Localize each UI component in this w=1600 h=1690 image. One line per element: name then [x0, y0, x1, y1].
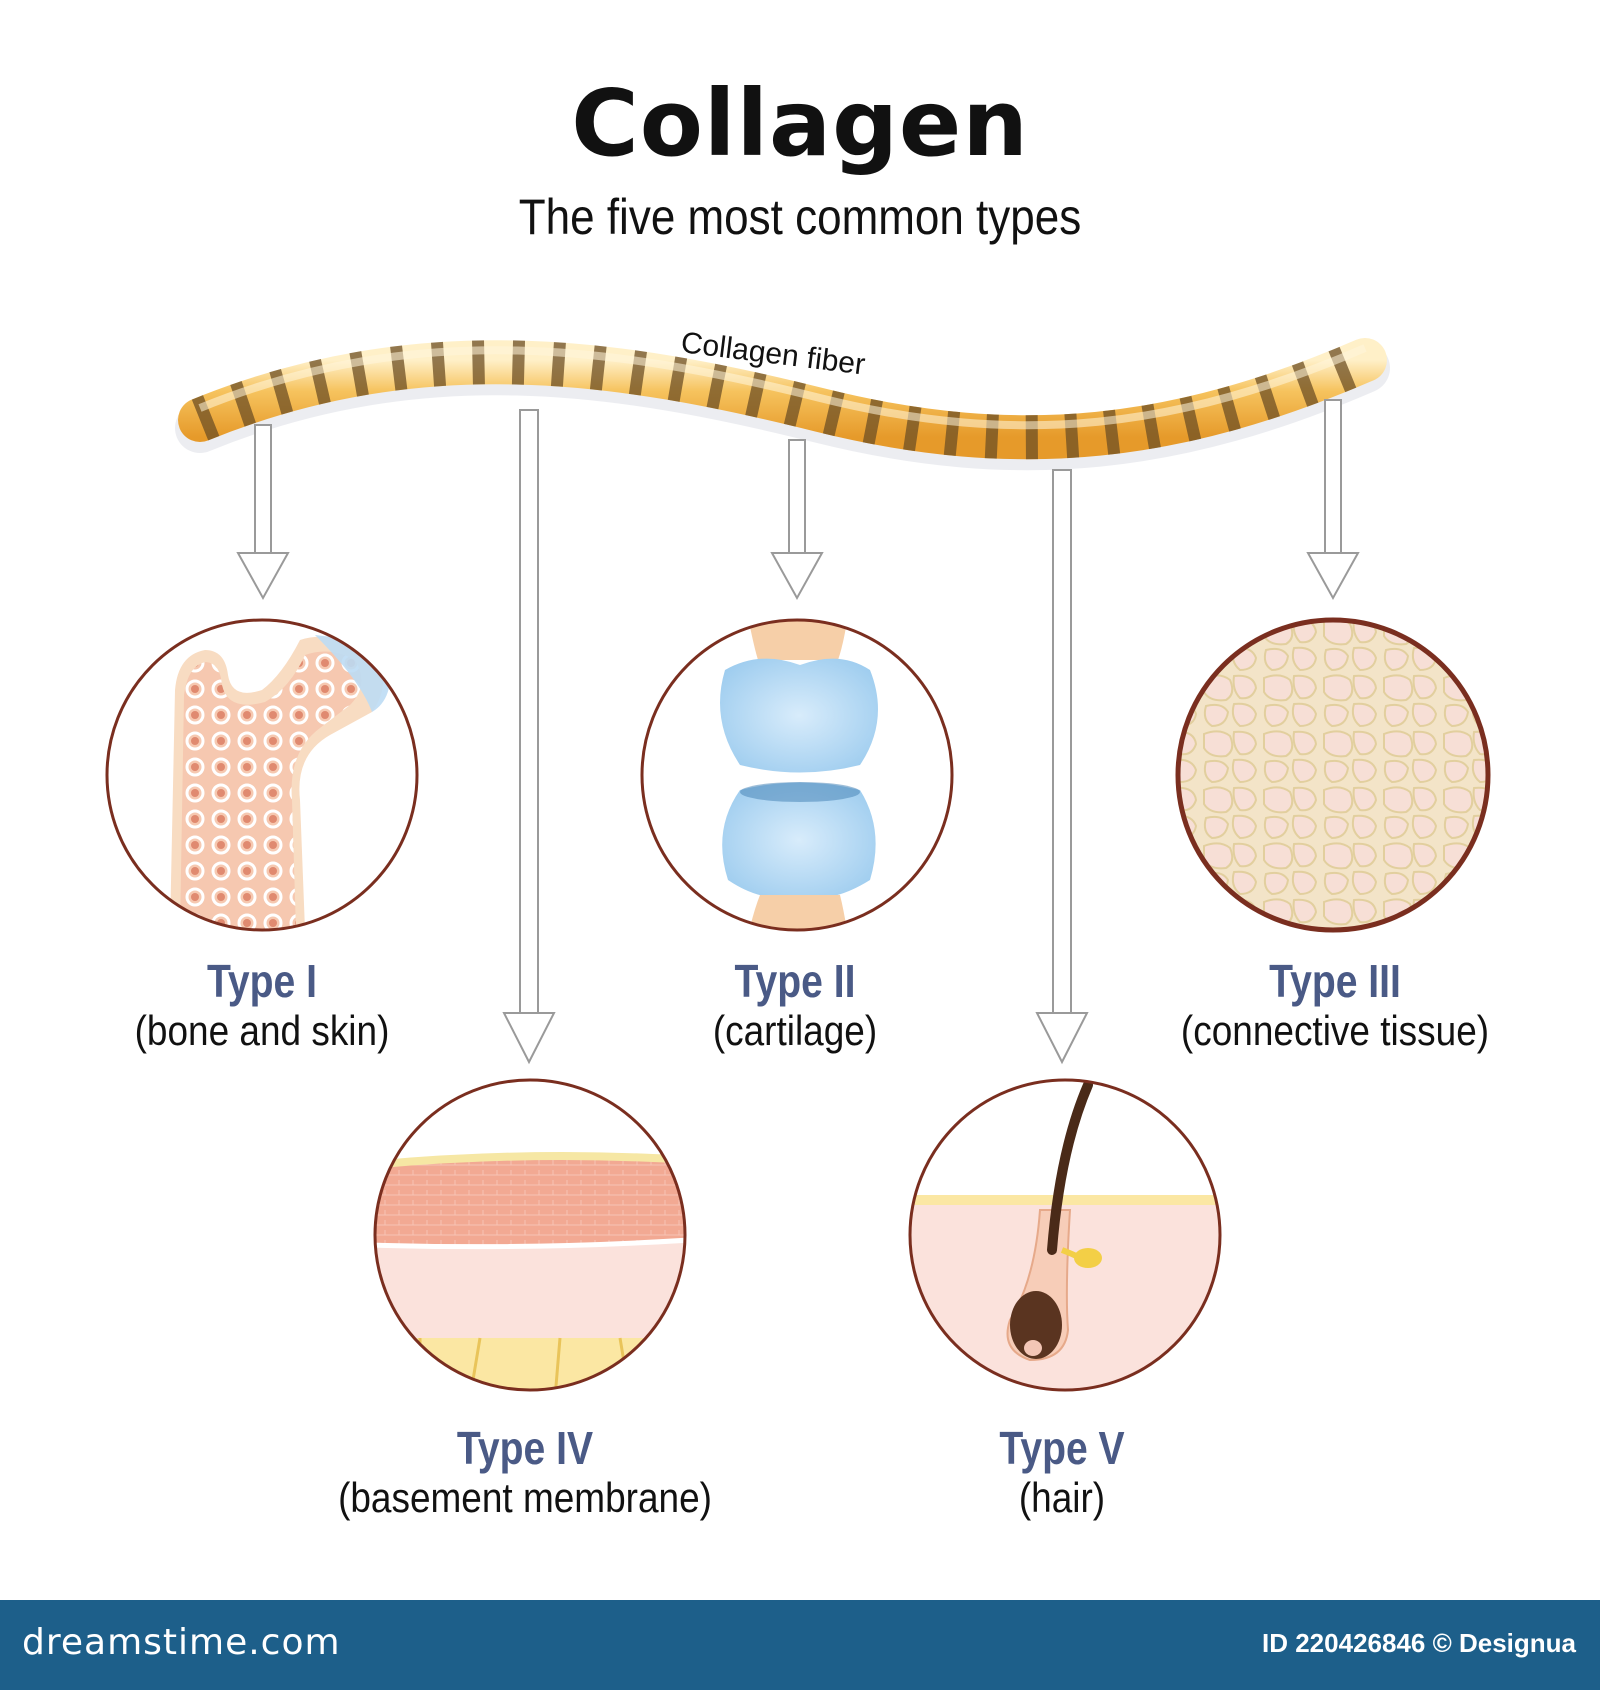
arrows: [236, 399, 1360, 1065]
arrow-type-3: [1306, 399, 1360, 601]
label-type-4: Type IV (basement membrane): [285, 1425, 765, 1519]
bone-icon: [105, 618, 419, 932]
type-4-name: Type IV: [456, 1422, 594, 1474]
label-type-2: Type II (cartilage): [555, 958, 1035, 1052]
label-type-3: Type III (connective tissue): [1095, 958, 1575, 1052]
footer-brand[interactable]: dreamstime.com: [22, 1622, 341, 1663]
collagen-diagram-graphic: Collagen fiber: [105, 326, 1491, 1392]
type-3-name: Type III: [1269, 955, 1401, 1007]
type-5-description: (hair): [1018, 1474, 1106, 1521]
arrow-type-1: [236, 424, 290, 601]
type-2-description: (cartilage): [712, 1007, 878, 1054]
type-3-description: (connective tissue): [1180, 1007, 1490, 1054]
basement-membrane-icon: [373, 1078, 687, 1392]
type-2-name: Type II: [734, 955, 856, 1007]
footer-stock-id: ID 220426846 © Designua: [1262, 1628, 1576, 1658]
arrow-type-2: [770, 439, 824, 601]
collagen-fiber: [175, 338, 1390, 471]
footer-bar: dreamstime.com ID 220426846 © Designua: [0, 1600, 1600, 1690]
type-1-name: Type I: [206, 955, 318, 1007]
hair-follicle-icon: [908, 1078, 1222, 1392]
type-5-name: Type V: [999, 1422, 1125, 1474]
type-4-description: (basement membrane): [338, 1474, 712, 1521]
label-type-1: Type I (bone and skin): [22, 958, 502, 1052]
cartilage-joint-icon: [640, 618, 954, 932]
arrow-type-5: [1035, 469, 1089, 1065]
type-1-description: (bone and skin): [134, 1007, 390, 1054]
page-title: Collagen: [571, 70, 1029, 177]
connective-tissue-icon: [1175, 617, 1491, 933]
label-type-5: Type V (hair): [822, 1425, 1302, 1519]
page-subtitle: The five most common types: [518, 189, 1082, 245]
arrow-type-4: [502, 409, 556, 1065]
